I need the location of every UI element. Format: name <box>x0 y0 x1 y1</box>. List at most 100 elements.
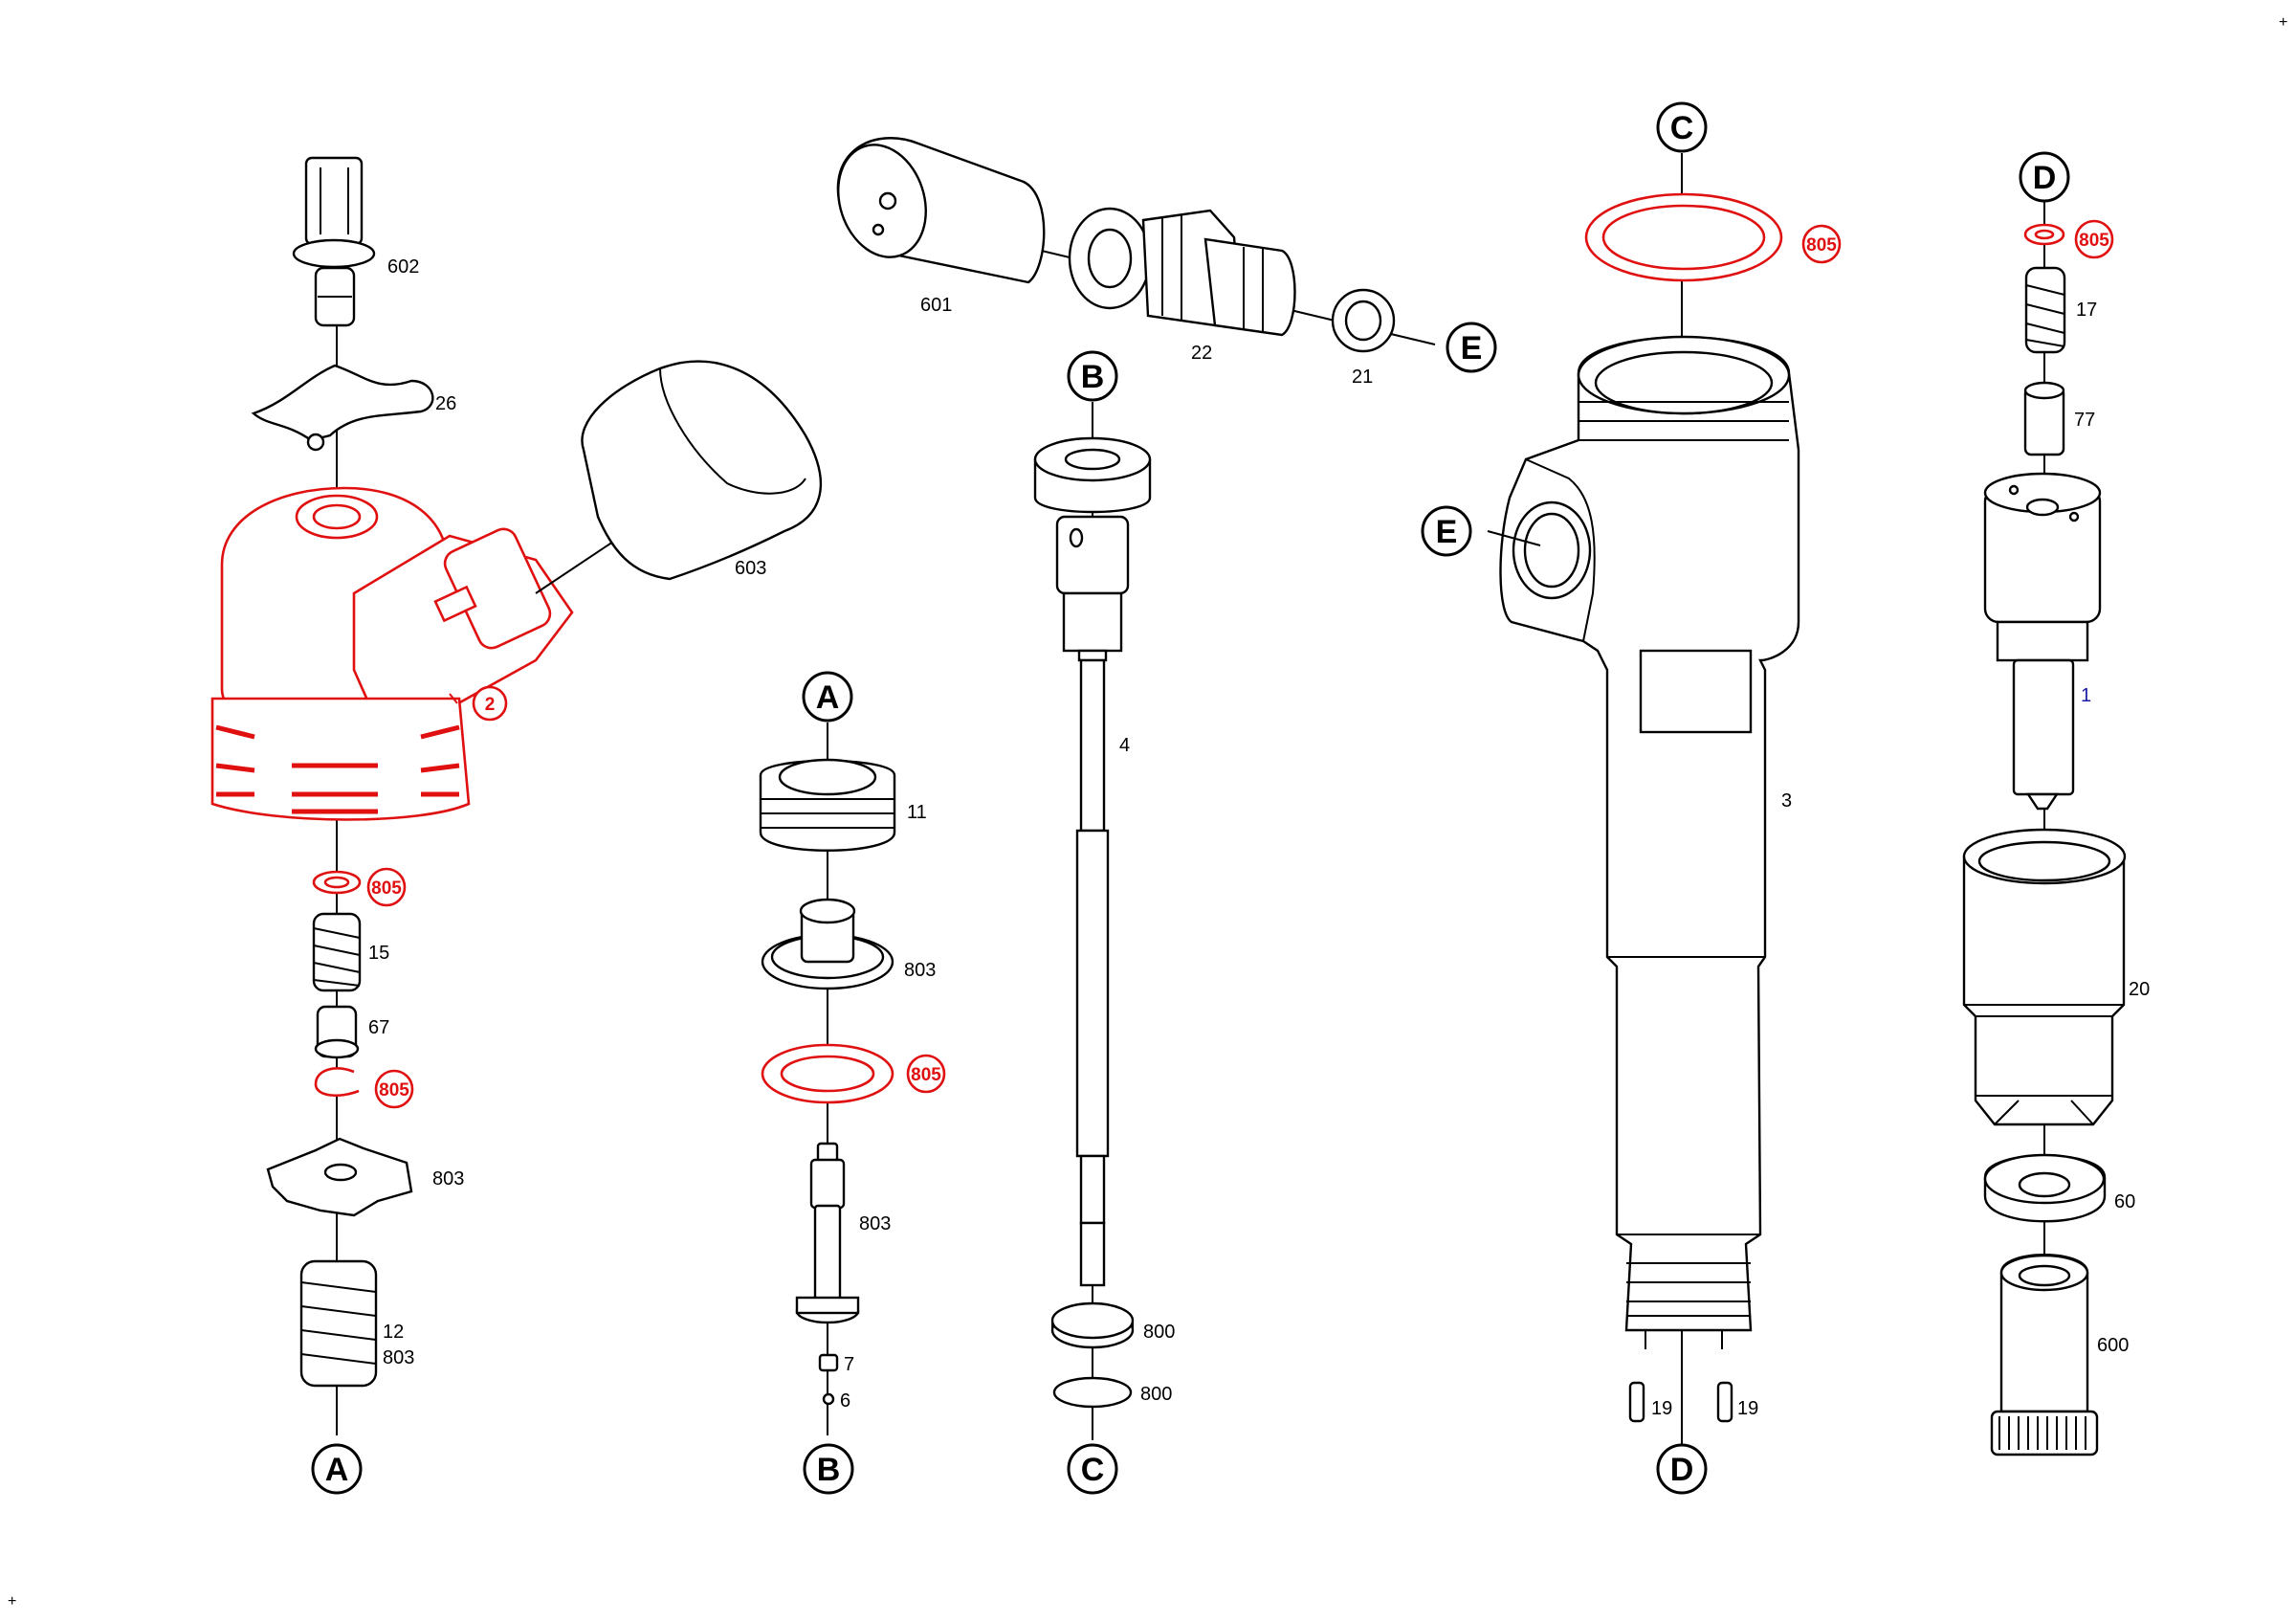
part-11-nut[interactable] <box>759 758 896 852</box>
connector-a-bottom[interactable]: A <box>311 1443 363 1495</box>
part-805-a-ring[interactable] <box>312 870 362 895</box>
label-19-b: 19 <box>1737 1398 1758 1419</box>
part-800-a-ring[interactable] <box>1050 1301 1135 1349</box>
column-solenoid-assembly: 2 805 15 67 <box>210 156 822 1495</box>
part-601-cap[interactable] <box>825 133 1046 284</box>
part-26-clip[interactable] <box>251 364 434 452</box>
label-6: 6 <box>840 1390 850 1412</box>
label-4: 4 <box>1119 735 1130 756</box>
label-17: 17 <box>2076 300 2097 321</box>
label-1: 1 <box>2081 685 2091 706</box>
label-circle-805-e <box>2074 219 2114 259</box>
connector-e-right[interactable]: E <box>1446 322 1497 373</box>
label-circle-805-d <box>1801 224 1842 264</box>
column-b-c: B 4 800 800 C <box>1033 350 1175 1495</box>
label-circle-2 <box>472 685 508 722</box>
label-22: 22 <box>1191 343 1212 364</box>
inlet-assembly: 601 22 21 E <box>825 133 1497 388</box>
connector-d-top[interactable]: D <box>2019 151 2070 203</box>
connector-c-top[interactable]: C <box>1656 101 1708 153</box>
part-60-shim[interactable] <box>1983 1153 2107 1223</box>
svg-text:A: A <box>816 679 840 716</box>
column-nozzle: D 805 17 77 <box>1962 151 2150 1456</box>
label-2: 2 <box>485 695 496 715</box>
label-19-a: 19 <box>1651 1398 1672 1419</box>
part-603-cap[interactable] <box>535 360 822 594</box>
label-805-d: 805 <box>1806 235 1837 256</box>
part-21-washer[interactable] <box>1331 288 1396 353</box>
label-803-c: 803 <box>904 960 936 981</box>
label-600: 600 <box>2097 1335 2129 1356</box>
part-19-b-pin[interactable] <box>1716 1381 1733 1423</box>
part-77-spacer[interactable] <box>2023 381 2065 456</box>
part-803-a-armature-plate[interactable] <box>266 1137 413 1217</box>
svg-text:D: D <box>1670 1452 1694 1488</box>
corner-mark-top-right: + <box>2279 14 2287 31</box>
label-21: 21 <box>1352 367 1373 388</box>
label-12: 12 <box>383 1322 404 1343</box>
column-a-b: A 11 803 805 803 <box>759 671 946 1495</box>
part-602-plug[interactable] <box>292 156 376 327</box>
connector-b-bottom[interactable]: B <box>803 1443 854 1495</box>
connector-a-top[interactable]: A <box>802 671 853 723</box>
svg-text:D: D <box>2033 160 2057 196</box>
label-3: 3 <box>1781 790 1792 812</box>
label-603: 603 <box>735 558 766 579</box>
label-805-e: 805 <box>2079 231 2109 251</box>
svg-text:B: B <box>1081 359 1105 395</box>
label-circle-805-c <box>906 1054 946 1094</box>
part-19-a-pin[interactable] <box>1628 1381 1645 1423</box>
part-6-ball[interactable] <box>822 1392 835 1406</box>
part-15-spring[interactable] <box>312 912 362 992</box>
connector-c-bottom[interactable]: C <box>1067 1443 1118 1495</box>
part-805-e-ring[interactable] <box>2023 223 2065 246</box>
svg-text:B: B <box>817 1452 841 1488</box>
connector-b-top[interactable]: B <box>1067 350 1118 402</box>
part-800-b-ring[interactable] <box>1052 1376 1133 1409</box>
label-11: 11 <box>907 802 927 823</box>
part-22-fitting[interactable] <box>1068 207 1296 337</box>
corner-mark-bottom-left: + <box>8 1593 16 1610</box>
label-7: 7 <box>844 1354 854 1375</box>
label-602: 602 <box>387 256 419 278</box>
label-60: 60 <box>2114 1191 2135 1212</box>
svg-text:A: A <box>325 1452 349 1488</box>
svg-text:C: C <box>1081 1452 1105 1488</box>
part-7-ball-seat[interactable] <box>818 1353 839 1372</box>
part-803-c-valve-seat[interactable] <box>761 898 894 990</box>
label-15: 15 <box>368 943 389 964</box>
label-803-d: 803 <box>859 1213 891 1234</box>
label-800-a: 800 <box>1143 1322 1175 1343</box>
label-800-b: 800 <box>1140 1384 1172 1405</box>
part-2-solenoid[interactable] <box>210 486 574 821</box>
connector-d-bottom[interactable]: D <box>1656 1443 1708 1495</box>
label-circle-805-a <box>366 867 407 907</box>
part-67-armature[interactable] <box>314 1005 360 1059</box>
part-803-d-valve-piston[interactable] <box>795 1142 860 1324</box>
label-803-a: 803 <box>432 1168 464 1189</box>
part-12-spring[interactable] <box>299 1259 378 1388</box>
part-805-c-ring[interactable] <box>761 1043 894 1104</box>
label-77: 77 <box>2074 410 2095 431</box>
label-circle-805-b <box>374 1069 414 1109</box>
part-3-injector-body[interactable] <box>1499 335 1800 1349</box>
svg-text:C: C <box>1670 110 1694 146</box>
part-17-spring[interactable] <box>2024 266 2066 354</box>
part-600-sleeve[interactable] <box>1990 1254 2099 1456</box>
part-20-nozzle-nut[interactable] <box>1962 828 2127 1126</box>
svg-text:E: E <box>1461 330 1483 367</box>
label-601: 601 <box>920 295 952 316</box>
svg-text:E: E <box>1436 514 1458 550</box>
part-4-valve-stem[interactable] <box>1033 436 1152 1287</box>
label-805-a: 805 <box>371 878 402 899</box>
column-body: C 805 3 <box>1421 101 1842 1495</box>
part-805-b-clip[interactable] <box>314 1067 360 1098</box>
label-805-b: 805 <box>379 1080 409 1101</box>
label-20: 20 <box>2129 979 2150 1000</box>
label-805-c: 805 <box>911 1065 941 1085</box>
connector-e-left[interactable]: E <box>1421 505 1472 557</box>
label-67: 67 <box>368 1017 389 1038</box>
part-805-d-ring[interactable] <box>1584 192 1783 282</box>
part-1-nozzle[interactable] <box>1983 472 2102 811</box>
